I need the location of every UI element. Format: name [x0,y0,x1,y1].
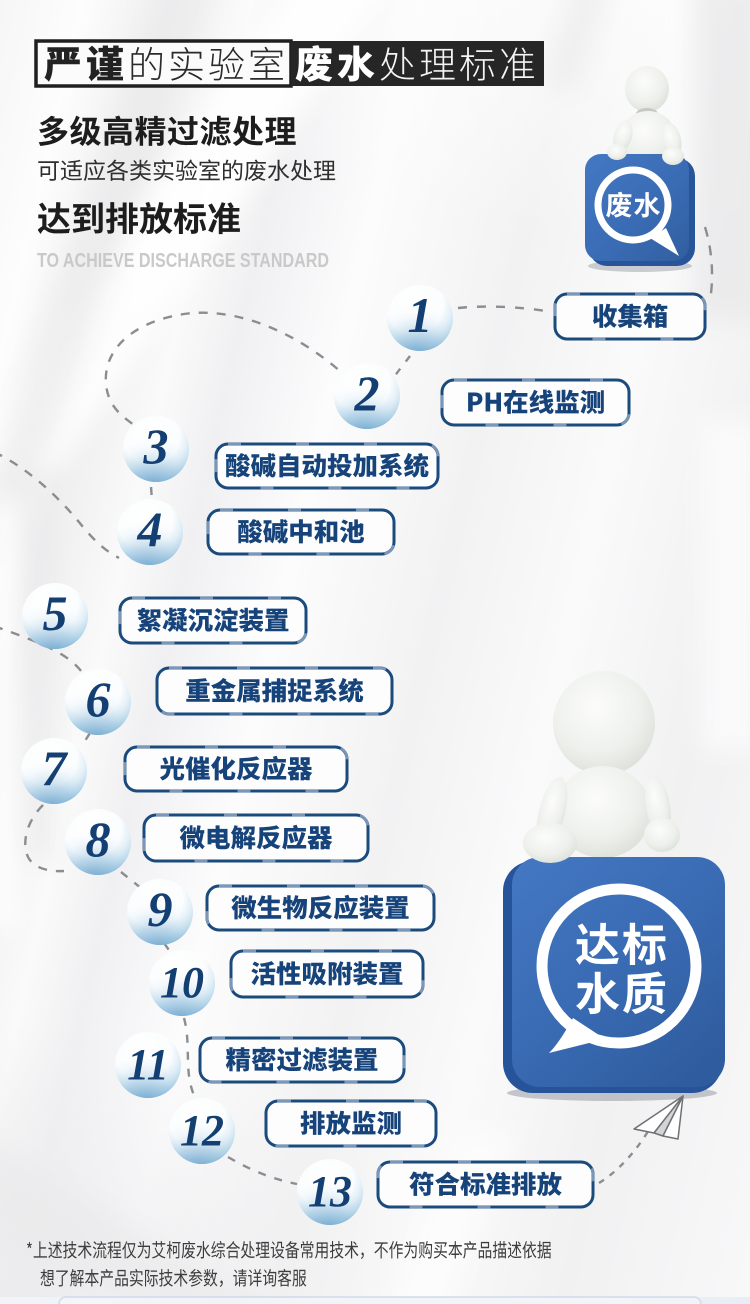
svg-text:TO ACHIEVE DISCHARGE STANDARD: TO ACHIEVE DISCHARGE STANDARD [37,250,329,272]
svg-text:7: 7 [42,740,69,796]
svg-text:8: 8 [86,811,111,867]
svg-text:10: 10 [160,958,204,1007]
svg-text:6: 6 [86,671,111,727]
svg-text:9: 9 [148,881,173,937]
svg-text:2: 2 [354,365,380,421]
svg-text:5: 5 [43,585,68,641]
svg-text:13: 13 [308,1167,352,1216]
svg-text:4: 4 [137,501,163,557]
svg-text:1: 1 [408,287,433,343]
svg-text:11: 11 [127,1040,169,1089]
svg-text:3: 3 [143,418,169,474]
svg-text:12: 12 [180,1106,224,1155]
